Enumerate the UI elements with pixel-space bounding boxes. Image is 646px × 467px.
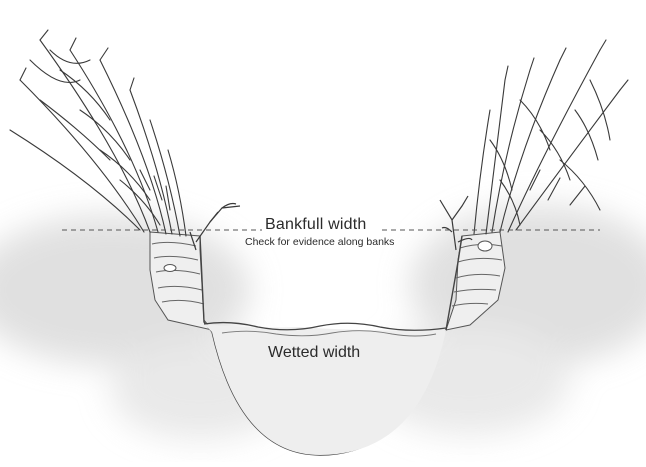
bankfull-width-label: Bankfull width: [265, 216, 367, 234]
wetted-width-label: Wetted width: [268, 344, 360, 362]
left-pebble: [164, 265, 176, 272]
right-pebble: [478, 241, 492, 251]
left-grass: [10, 30, 186, 236]
evidence-note-label: Check for evidence along banks: [245, 236, 394, 248]
right-grass: [474, 40, 628, 234]
